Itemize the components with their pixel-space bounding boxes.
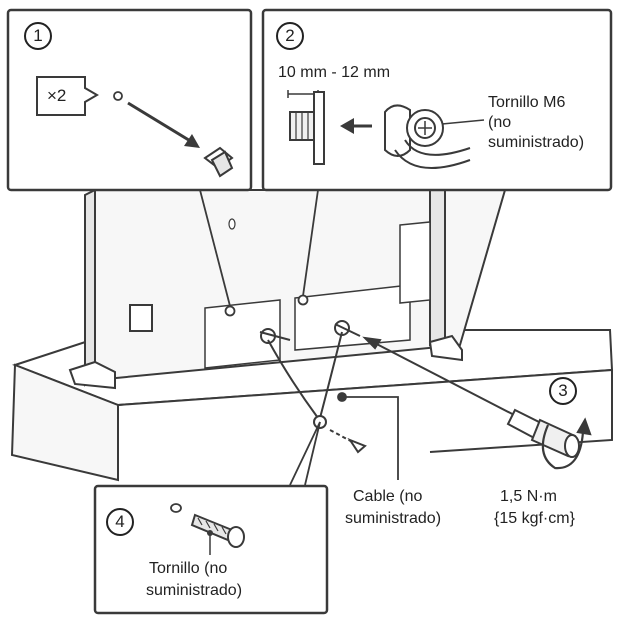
table-screw	[313, 415, 367, 454]
step-badge-1: 1	[24, 22, 52, 50]
step-badge-2: 2	[276, 22, 304, 50]
quantity-badge	[36, 76, 99, 116]
panel-step-2	[261, 8, 613, 192]
cable	[259, 323, 361, 419]
quantity-label: ×2	[47, 86, 67, 105]
m6-screw-label-line2: (no	[488, 114, 512, 131]
panel-step-4	[93, 484, 329, 615]
cable-label-line1: Cable (no	[353, 488, 423, 505]
dimension-label: 10 mm - 12 mm	[278, 64, 391, 81]
m6-screw-with-cable-icon	[384, 104, 471, 169]
step-badge-4: 4	[106, 508, 134, 536]
rotation-arrow	[541, 417, 592, 470]
screw-icon	[203, 146, 234, 178]
m6-screw-label-line3: suministrado)	[488, 134, 585, 151]
cable-label-line2: suministrado)	[345, 510, 442, 527]
bracket-side-view	[289, 91, 325, 165]
callout-leaders	[199, 189, 399, 486]
m6-screw-label-line1: Tornillo M6	[488, 94, 566, 111]
wood-screw-label-line1: Tornillo (no	[149, 560, 228, 577]
tv-stand-feet	[68, 334, 463, 390]
screwdriver	[362, 336, 580, 458]
torque-label-line1: 1,5 N·m	[500, 488, 557, 505]
torque-label-line2: {15 kgf·cm}	[494, 510, 575, 527]
wood-screw-icon	[190, 513, 245, 548]
wood-screw-label-line2: suministrado)	[146, 582, 243, 599]
panel-step-1	[6, 8, 253, 192]
step-badge-3: 3	[549, 377, 577, 405]
